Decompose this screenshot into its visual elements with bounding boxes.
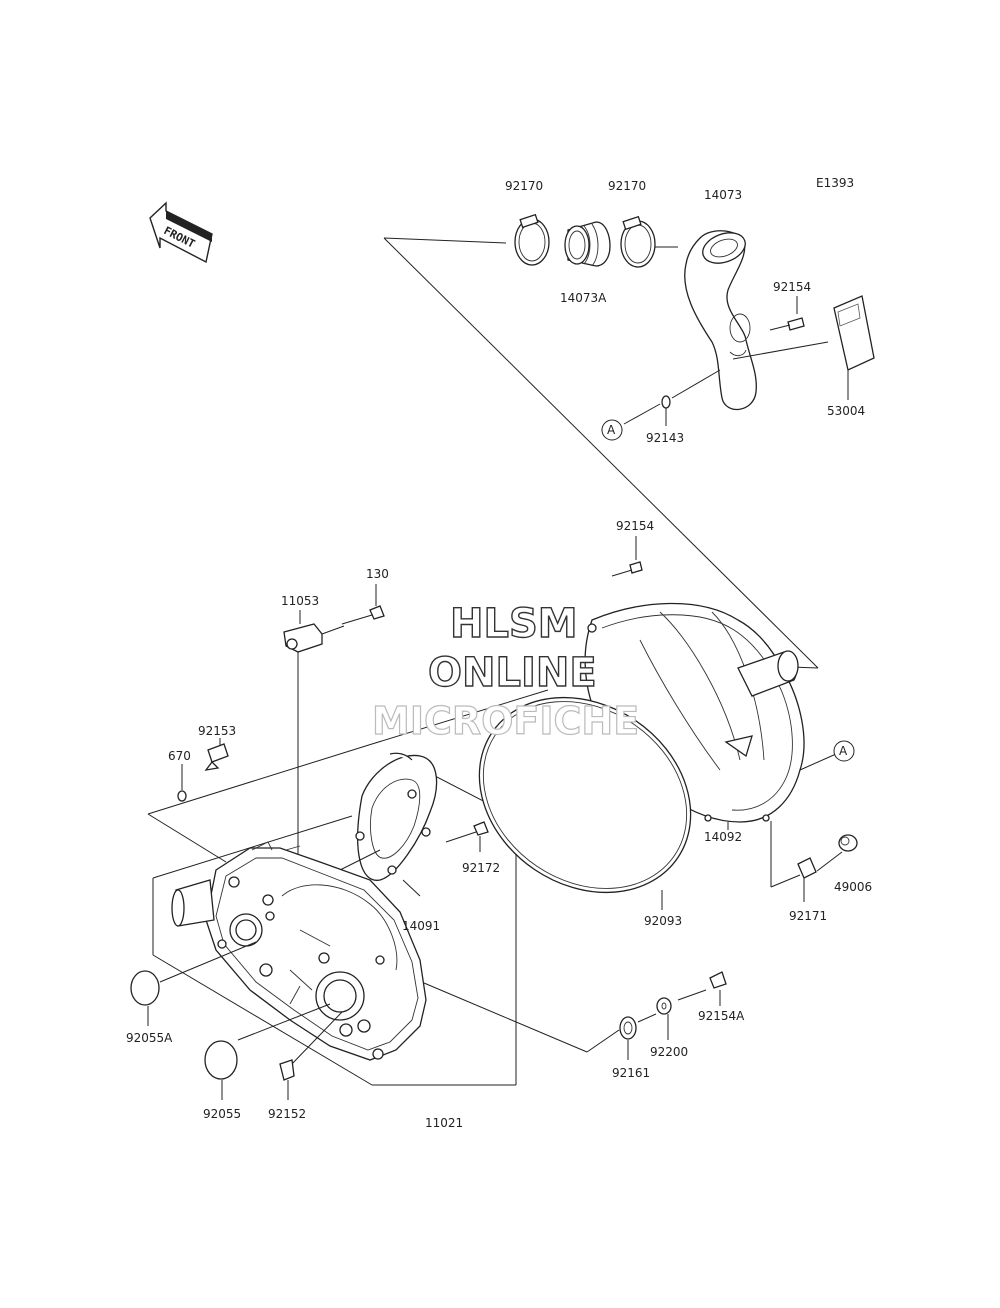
o-ring-92055A <box>130 970 160 1026</box>
front-arrow-icon: FRONT <box>149 201 213 264</box>
clamp-92170-left <box>514 213 550 266</box>
cap-49006 <box>838 834 858 852</box>
label-14073: 14073 <box>704 188 742 202</box>
label-14073A: 14073A <box>560 291 607 305</box>
label-92200: 92200 <box>650 1045 688 1059</box>
label-92055: 92055 <box>203 1107 241 1121</box>
label-92154A: 92154A <box>698 1009 745 1023</box>
label-92055A: 92055A <box>126 1031 173 1045</box>
inner-cover-11021 <box>159 841 427 1067</box>
label-92154-middle: 92154 <box>616 519 654 533</box>
label-92161: 92161 <box>612 1066 650 1080</box>
label-92170-left: 92170 <box>505 179 543 193</box>
plate-14091 <box>339 752 438 897</box>
bolt-130 <box>341 584 385 625</box>
label-92171: 92171 <box>789 909 827 923</box>
svg-text:A: A <box>607 423 616 437</box>
gasket-92093 <box>478 696 692 910</box>
watermark: HLSM ONLINE MICROFICHE <box>371 600 639 743</box>
bolt-92172 <box>445 821 489 852</box>
washer-92143 <box>623 369 721 426</box>
bolt-92153 <box>204 738 229 771</box>
label-14092: 14092 <box>704 830 742 844</box>
label-53004 <box>833 295 875 400</box>
watermark-line-1: HLSM <box>450 601 578 647</box>
label-11021: 11021 <box>425 1116 463 1130</box>
watermark-line-2: ONLINE <box>428 650 597 696</box>
label-11053: 11053 <box>281 594 319 608</box>
label-49006: 49006 <box>834 880 872 894</box>
label-130: 130 <box>366 567 389 581</box>
part-labels: 92170 92170 14073 14073A 92154 53004 921… <box>126 179 872 1130</box>
label-53004: 53004 <box>827 404 865 418</box>
washer-670 <box>177 764 187 802</box>
washer-92200 <box>656 989 707 1040</box>
label-92152: 92152 <box>268 1107 306 1121</box>
label-92153: 92153 <box>198 724 236 738</box>
plug-92152 <box>279 1059 295 1100</box>
clip-92171 <box>797 857 817 902</box>
bracket-11053 <box>283 610 345 860</box>
label-670: 670 <box>168 749 191 763</box>
label-92143: 92143 <box>646 431 684 445</box>
o-ring-92055 <box>204 1040 238 1100</box>
bolt-92154-middle <box>611 536 643 577</box>
grommet-92161 <box>619 1013 657 1060</box>
label-92093: 92093 <box>644 914 682 928</box>
label-92172: 92172 <box>462 861 500 875</box>
label-92170-right: 92170 <box>608 179 646 193</box>
label-92154-upper: 92154 <box>773 280 811 294</box>
bolt-92154A <box>709 971 727 1006</box>
bolt-92154-upper <box>769 296 805 331</box>
callout-a-upper: A <box>601 419 623 441</box>
sleeve-14073A <box>564 221 611 267</box>
guide-lines <box>147 237 843 1086</box>
callout-a-lower: A <box>833 740 855 762</box>
label-14091: 14091 <box>402 919 440 933</box>
clamp-92170-right <box>620 215 656 268</box>
diagram-code: E1393 <box>816 176 854 190</box>
svg-text:A: A <box>839 744 848 758</box>
duct-14073 <box>684 230 829 411</box>
watermark-line-3: MICROFICHE <box>372 699 639 743</box>
